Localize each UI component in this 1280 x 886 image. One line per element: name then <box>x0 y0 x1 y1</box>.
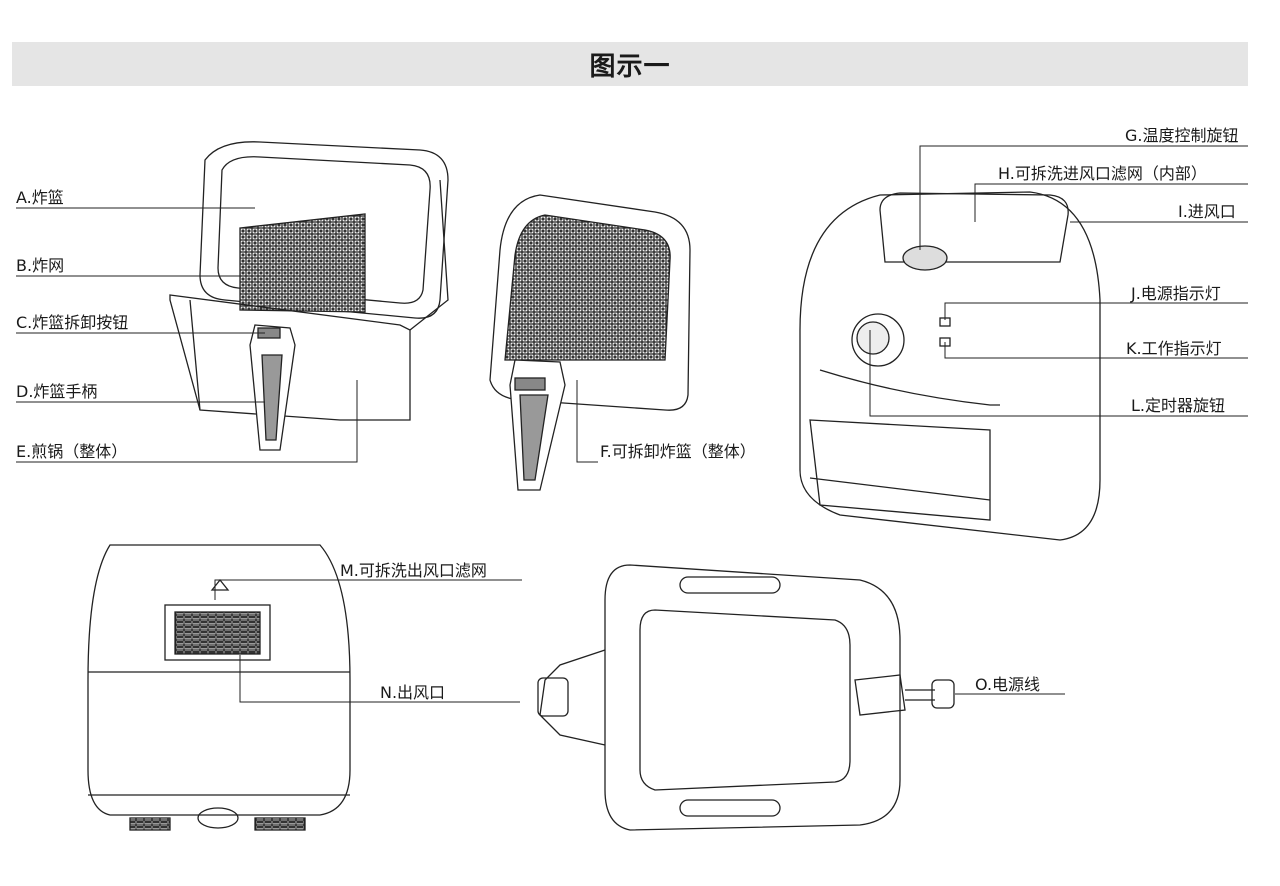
label-b-mesh: B.炸网 <box>16 256 65 275</box>
frying-pan-drawing <box>169 141 449 451</box>
figure-title: 图示一 <box>589 51 671 82</box>
fryer-bottom-drawing <box>537 564 955 831</box>
label-k-working-light: K.工作指示灯 <box>1126 339 1222 358</box>
leader-lines <box>16 145 1248 703</box>
label-d-handle: D.炸篮手柄 <box>16 382 98 401</box>
title-bar: 图示一 <box>12 42 1248 86</box>
fryer-back-drawing <box>87 544 351 831</box>
label-m-outlet-filter: M.可拆洗出风口滤网 <box>340 561 487 580</box>
label-g-temperature-knob: G.温度控制旋钮 <box>1125 126 1239 145</box>
label-n-air-outlet: N.出风口 <box>380 683 446 702</box>
fryer-front-drawing <box>799 191 1101 541</box>
label-c-release-button: C.炸篮拆卸按钮 <box>16 313 129 332</box>
label-a-basket: A.炸篮 <box>16 188 64 207</box>
label-e-pan: E.煎锅（整体） <box>16 442 128 461</box>
label-o-power-cord: O.电源线 <box>975 675 1041 694</box>
label-h-inlet-filter: H.可拆洗进风口滤网（内部） <box>998 164 1207 183</box>
label-f-removable-basket: F.可拆卸炸篮（整体） <box>600 442 756 461</box>
label-i-air-inlet: I.进风口 <box>1178 202 1236 221</box>
basket-drawing <box>489 194 691 491</box>
label-j-power-light: J.电源指示灯 <box>1131 284 1221 303</box>
label-l-timer-knob: L.定时器旋钮 <box>1131 396 1226 415</box>
